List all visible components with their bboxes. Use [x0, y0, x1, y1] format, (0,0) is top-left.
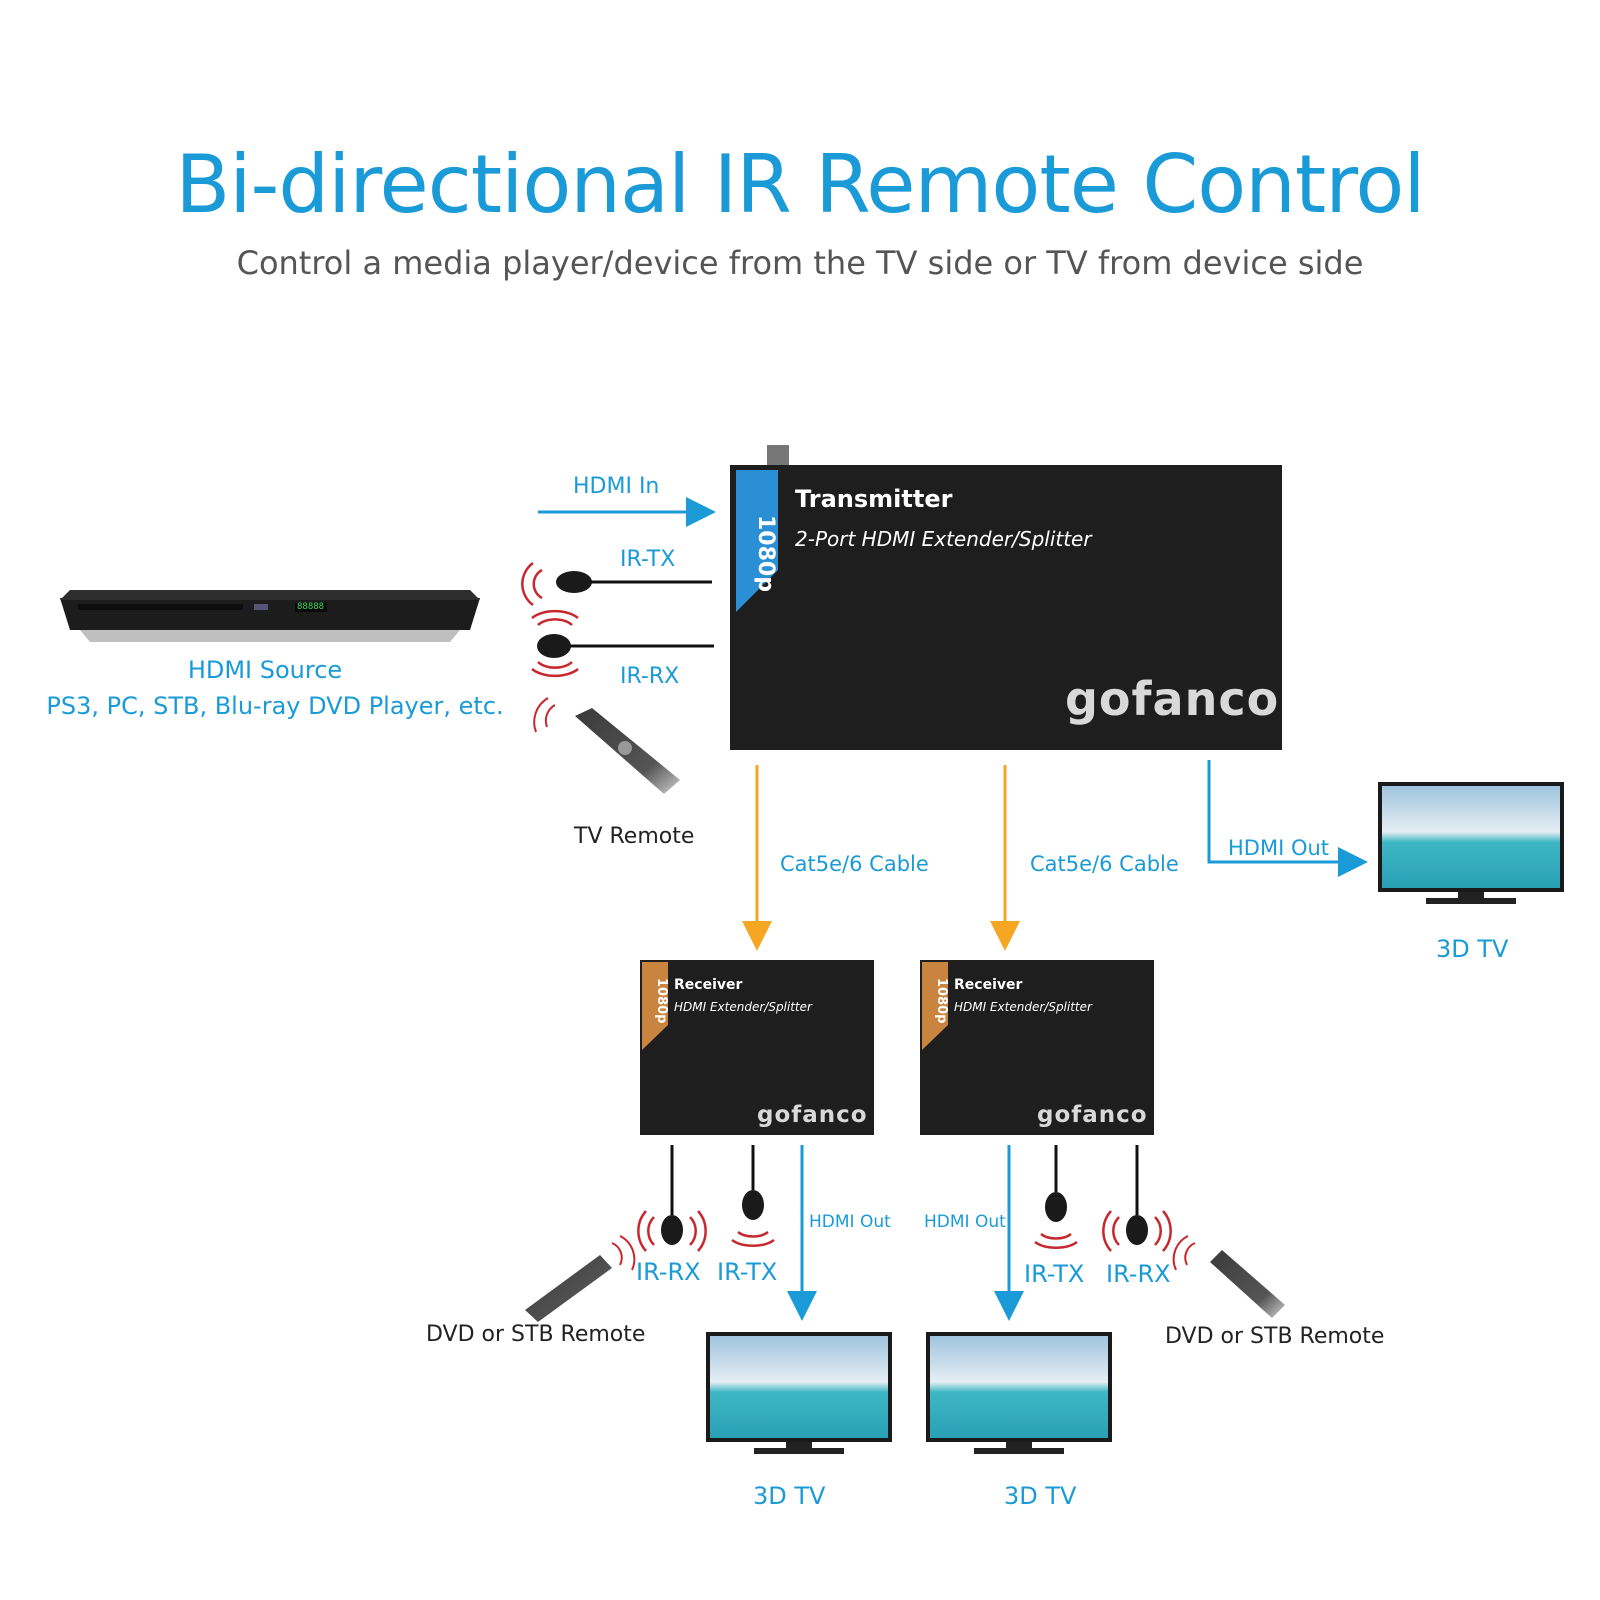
hdmi-in-label: HDMI In	[573, 474, 660, 499]
rx2-ir-rx-icon	[1102, 1145, 1172, 1252]
transmitter-title: Transmitter	[795, 485, 953, 513]
cable-label-2: Cat5e/6 Cable	[1030, 852, 1179, 876]
rx2-hdmi-out-label: HDMI Out	[924, 1212, 1006, 1232]
page-subtitle: Control a media player/device from the T…	[236, 244, 1364, 282]
source-title: HDMI Source	[187, 656, 343, 684]
ir-rx-receiver-icon	[531, 609, 714, 678]
receiver-device-1	[640, 960, 874, 1135]
transmitter-logo: gofanco	[1065, 672, 1280, 726]
player-display: 88888	[297, 602, 325, 612]
receiver-2-logo: gofanco	[1037, 1102, 1148, 1128]
ir-tx-label: IR-TX	[620, 547, 676, 572]
rx1-ir-tx-label: IR-TX	[717, 1258, 778, 1286]
receiver-1-logo: gofanco	[757, 1102, 868, 1128]
tv-remote-label: TV Remote	[574, 824, 695, 849]
transmitter-subtitle: 2-Port HDMI Extender/Splitter	[795, 527, 1092, 551]
rx1-hdmi-out-label: HDMI Out	[809, 1212, 891, 1232]
tv-bottom-left-icon	[706, 1332, 892, 1454]
receiver-2-badge: 1080p	[934, 978, 949, 1024]
rx1-ir-rx-icon	[637, 1145, 707, 1252]
ir-rx-label: IR-RX	[620, 664, 680, 689]
tv-right-icon	[1378, 782, 1564, 904]
dvd-remote-left-label: DVD or STB Remote	[426, 1322, 646, 1347]
receiver-2-subtitle: HDMI Extender/Splitter	[954, 1000, 1092, 1014]
tv-bottom-right-icon	[926, 1332, 1112, 1454]
transmitter-device	[730, 445, 1282, 750]
source-subtitle: PS3, PC, STB, Blu-ray DVD Player, etc.	[46, 692, 504, 720]
hdmi-out-label-right: HDMI Out	[1228, 836, 1330, 860]
tv-bottom-left-label: 3D TV	[753, 1482, 826, 1510]
page-title: Bi-directional IR Remote Control	[175, 138, 1425, 231]
rx1-ir-rx-label: IR-RX	[636, 1258, 701, 1286]
cable-label-1: Cat5e/6 Cable	[780, 852, 929, 876]
ir-tx-emitter-icon	[521, 561, 712, 607]
tv-bottom-right-label: 3D TV	[1004, 1482, 1077, 1510]
rx1-ir-tx-icon	[731, 1145, 775, 1247]
transmitter-badge: 1080p	[753, 515, 778, 592]
tv-right-label: 3D TV	[1436, 935, 1509, 963]
receiver-1-title: Receiver	[674, 977, 743, 993]
rx2-ir-rx-label: IR-RX	[1106, 1260, 1171, 1288]
dvd-remote-right-icon	[1172, 1235, 1285, 1318]
receiver-2-title: Receiver	[954, 977, 1023, 993]
rx2-ir-tx-icon	[1034, 1145, 1078, 1249]
receiver-1-badge: 1080p	[654, 978, 669, 1024]
rx2-ir-tx-label: IR-TX	[1024, 1260, 1085, 1288]
tv-remote-icon	[533, 697, 680, 794]
hdmi-out-arrow-right	[1207, 760, 1368, 877]
dvd-remote-left-icon	[525, 1235, 636, 1322]
bluray-player-icon	[60, 590, 480, 642]
receiver-device-2	[920, 960, 1154, 1135]
dvd-remote-right-label: DVD or STB Remote	[1165, 1324, 1385, 1349]
receiver-1-subtitle: HDMI Extender/Splitter	[674, 1000, 812, 1014]
